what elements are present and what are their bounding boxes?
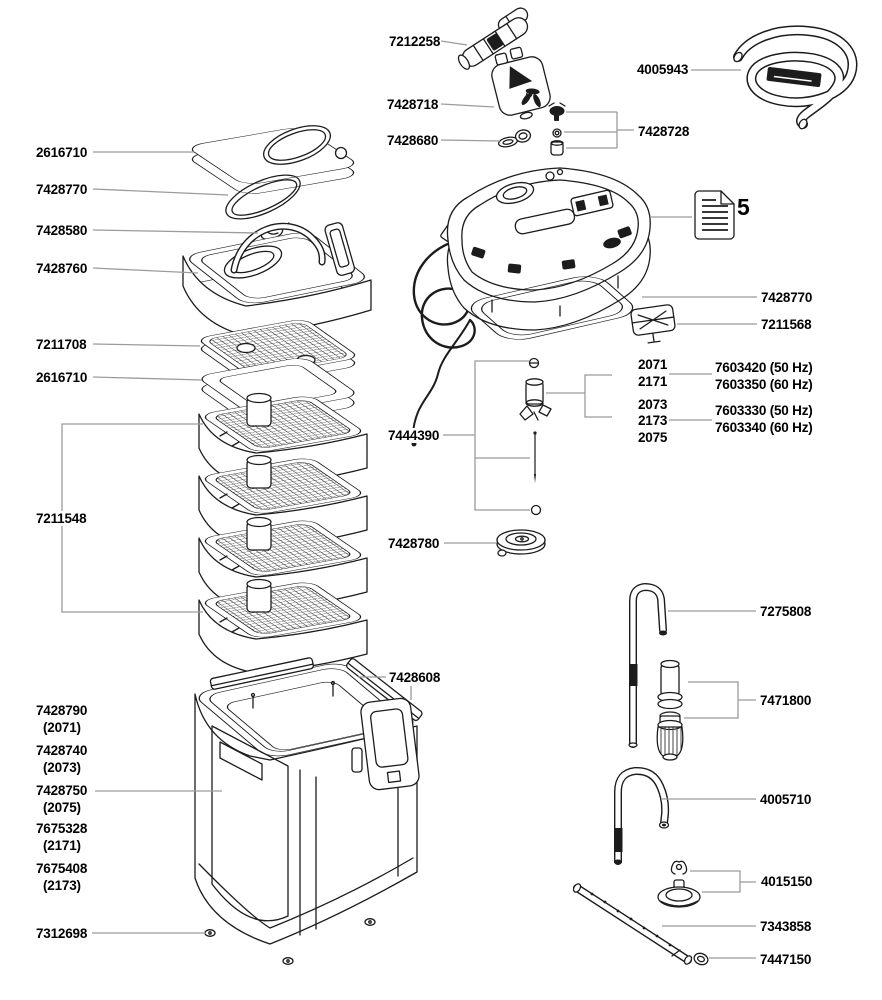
part-label-prefilter: 7428760 — [35, 261, 89, 276]
sealing-rings-drawing — [498, 129, 532, 148]
bearing-set-drawing — [548, 102, 566, 156]
motor-model-2075: 2075 — [637, 430, 669, 445]
lid-seal-drawing — [225, 174, 301, 220]
end-plug-drawing — [693, 952, 709, 966]
intake-pipe-drawing — [628, 582, 667, 748]
filter-baskets-drawing — [198, 392, 368, 674]
part-label-clamp-rail: 7428608 — [388, 670, 442, 685]
part-label-bearing-set: 7428728 — [637, 124, 691, 139]
lattice-screen-drawing — [200, 320, 356, 384]
manual-ref-label: 5 — [737, 194, 750, 220]
part-label-hose-clip: 7428580 — [35, 223, 89, 238]
part-label-intake-pipe: 7275808 — [759, 604, 813, 619]
part-label-impeller: 7212258 — [388, 34, 442, 49]
motor-part-50hz-a: 7603420 (50 Hz) — [714, 360, 814, 375]
lid-drawing — [191, 125, 355, 194]
spray-bar-drawing — [572, 883, 693, 965]
part-label-canister-2073: 7428740 — [35, 743, 89, 758]
motor-model-2171: 2171 — [637, 374, 669, 389]
part-label-canister-2071: 7428790 — [35, 703, 89, 718]
pump-cover-drawing — [491, 46, 551, 120]
part-label-strainer-set: 7471800 — [759, 693, 813, 708]
part-label-filter-baskets: 7211548 — [35, 511, 88, 526]
part-label-canister-2171: 7675328 — [35, 821, 89, 836]
motor-part-60hz-b: 7603340 (60 Hz) — [714, 420, 814, 435]
suction-cup-drawing — [657, 860, 701, 908]
part-label-pump-disc: 7428780 — [387, 536, 441, 551]
pump-head-drawing — [411, 167, 651, 447]
part-label-foot-pad: 7312698 — [35, 926, 89, 941]
prefilter-drawing — [182, 222, 372, 337]
foot-pads-drawing — [204, 918, 376, 965]
pump-disc-drawing — [496, 529, 546, 557]
model-label-2171: (2171) — [42, 838, 82, 853]
impeller-drawing — [457, 7, 529, 70]
part-label-float-valve: 7444390 — [387, 428, 441, 443]
motor-model-2073: 2073 — [637, 397, 669, 412]
part-label-pump-cover: 7428718 — [386, 97, 440, 112]
part-label-spray-bar: 7343858 — [759, 919, 813, 934]
motor-part-50hz-b: 7603330 (50 Hz) — [714, 403, 814, 418]
part-label-sealing-rings: 7428680 — [386, 133, 440, 148]
model-label-2071: (2071) — [42, 720, 82, 735]
part-label-head-gasket: 7428770 — [760, 290, 814, 305]
head-gasket-drawing — [470, 276, 634, 340]
part-label-hose: 4005943 — [636, 62, 690, 77]
part-label-outflow-elbow: 4005710 — [759, 792, 813, 807]
part-label-canister-2075: 7428750 — [35, 783, 89, 798]
part-label-suction-cup: 4015150 — [760, 874, 814, 889]
model-label-2173: (2173) — [42, 878, 82, 893]
model-label-2075: (2075) — [42, 800, 82, 815]
manual-icon — [694, 190, 735, 240]
leader-lines — [61, 40, 757, 959]
part-label-end-plug: 7447150 — [759, 952, 813, 967]
motor-part-60hz-a: 7603350 (60 Hz) — [714, 377, 814, 392]
strainer-set-drawing — [656, 659, 684, 761]
model-label-2073: (2073) — [42, 760, 82, 775]
part-label-clip-latch: 7211568 — [760, 317, 813, 332]
motor-model-2071: 2071 — [637, 357, 669, 372]
part-label-lid-seal: 7428770 — [35, 182, 89, 197]
part-label-lid: 2616710 — [35, 145, 89, 160]
outflow-elbow-drawing — [614, 766, 670, 865]
part-label-canister-2173: 7675408 — [35, 861, 89, 876]
part-label-spacer-frame: 2616710 — [35, 370, 89, 385]
clamp-drawing — [351, 697, 420, 791]
hose-drawing — [733, 25, 858, 130]
clip-latch-drawing — [630, 304, 676, 344]
part-label-lattice-screen: 7211708 — [35, 337, 88, 352]
float-valve-drawing — [519, 357, 552, 516]
motor-model-2173: 2173 — [637, 413, 669, 428]
